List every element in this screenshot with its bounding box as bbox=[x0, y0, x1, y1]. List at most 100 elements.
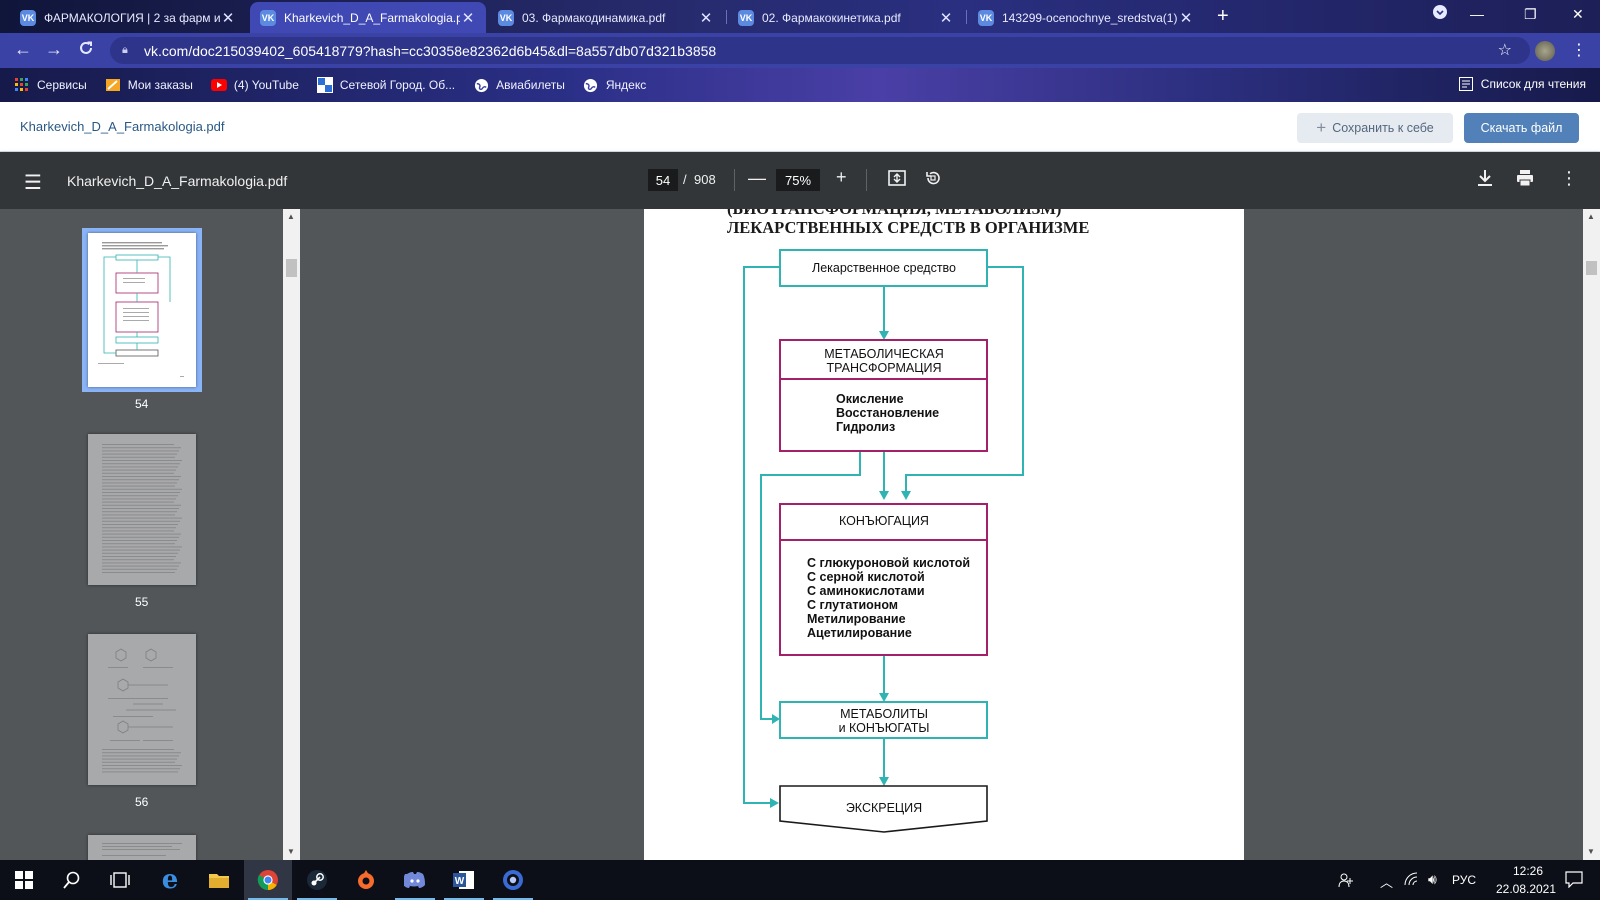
thumbnail-diagram-graphic bbox=[98, 242, 184, 377]
toolbar-divider bbox=[734, 169, 735, 191]
edge-icon[interactable]: e bbox=[161, 865, 179, 895]
thumbnail-label-54: 54 bbox=[135, 397, 149, 411]
zoom-in-button[interactable]: + bbox=[836, 167, 847, 187]
clock-time[interactable]: 12:26 bbox=[1512, 864, 1544, 878]
vk-favicon-icon: VK bbox=[738, 9, 754, 26]
bookmark-flights[interactable]: Авиабилеты bbox=[473, 77, 565, 93]
url-text: vk.com/doc215039402_605418779?hash=cc303… bbox=[144, 42, 717, 59]
windows-taskbar: e W ︿ 🔊︎ РУС 12:26 22.08.2021 bbox=[0, 860, 1600, 900]
close-tab-icon[interactable]: ✕ bbox=[1179, 9, 1193, 27]
discord-icon[interactable] bbox=[391, 860, 439, 900]
start-windows-icon[interactable] bbox=[0, 860, 48, 900]
address-bar[interactable]: 🔒︎ vk.com/doc215039402_605418779?hash=cc… bbox=[110, 37, 1530, 64]
scroll-down-arrow-icon[interactable]: ▼ bbox=[1587, 847, 1595, 856]
notifications-icon[interactable] bbox=[1565, 871, 1583, 888]
reload-icon[interactable] bbox=[78, 40, 94, 56]
box-metabolites bbox=[779, 701, 988, 739]
thumbnail-scrollbar[interactable]: ▲ ▼ bbox=[283, 209, 300, 860]
thumbnail-sidebar: 54 55 56 bbox=[0, 209, 283, 860]
task-view-icon[interactable] bbox=[96, 860, 144, 900]
people-icon[interactable] bbox=[1338, 872, 1354, 888]
thumbnail-page-55[interactable] bbox=[88, 434, 196, 585]
download-file-button[interactable]: Скачать файл bbox=[1464, 113, 1579, 143]
thumbnail-page-56[interactable] bbox=[88, 634, 196, 785]
restore-window-icon[interactable]: ❐ bbox=[1524, 6, 1537, 22]
thumbnail-page-57[interactable] bbox=[88, 835, 196, 860]
scroll-up-arrow-icon[interactable]: ▲ bbox=[287, 212, 295, 221]
file-explorer-icon[interactable] bbox=[195, 860, 243, 900]
profile-avatar[interactable] bbox=[1535, 41, 1555, 61]
tab-pharmacokinetics[interactable]: VK 02. Фармакокинетика.pdf ✕ bbox=[738, 9, 953, 27]
browser-menu-icon[interactable]: ⋮ bbox=[1571, 42, 1587, 59]
conjugation-item: С глутатионом bbox=[807, 598, 898, 612]
save-to-my-docs-button[interactable]: + Сохранить к себе bbox=[1297, 113, 1453, 143]
bookmark-yandex[interactable]: Яндекс bbox=[583, 77, 646, 93]
connector-metabolic-to-metabolites bbox=[760, 451, 861, 720]
thumbnail-text-graphic bbox=[102, 843, 182, 856]
bookmark-star-icon[interactable]: ☆ bbox=[1497, 42, 1512, 59]
tab-kharkevich[interactable]: VK Kharkevich_D_A_Farmakologia.p ✕ bbox=[250, 2, 486, 33]
back-arrow-icon[interactable]: ← bbox=[14, 39, 32, 59]
apps-grid-icon bbox=[14, 77, 30, 93]
close-tab-icon[interactable]: ✕ bbox=[699, 9, 713, 27]
clock-date[interactable]: 22.08.2021 bbox=[1495, 882, 1557, 896]
close-tab-icon[interactable]: ✕ bbox=[461, 9, 475, 27]
fit-page-icon[interactable] bbox=[888, 169, 906, 187]
hamburger-menu-icon[interactable]: ☰ bbox=[24, 172, 42, 194]
bookmark-network-city[interactable]: Сетевой Город. Об... bbox=[316, 77, 455, 93]
box-metabolic-transformation bbox=[779, 339, 988, 452]
reading-list-button[interactable]: Список для чтения bbox=[1458, 77, 1586, 91]
pdf-viewport: (БИОТРАНСФОРМАЦИЯ, МЕТАБОЛИЗМ) ЛЕКАРСТВЕ… bbox=[300, 209, 1583, 860]
box-drug bbox=[779, 249, 988, 287]
steam-icon[interactable] bbox=[293, 860, 341, 900]
wifi-icon[interactable] bbox=[1404, 872, 1420, 886]
page-number-input[interactable]: 54 bbox=[648, 169, 678, 191]
minimize-window-icon[interactable]: — bbox=[1470, 6, 1484, 22]
app-circle-icon[interactable] bbox=[489, 860, 537, 900]
more-options-icon[interactable]: ⋮ bbox=[1560, 168, 1578, 188]
box-metabolites-label-1: МЕТАБОЛИТЫ bbox=[840, 707, 928, 721]
zoom-out-button[interactable]: — bbox=[748, 168, 766, 188]
tab-divider bbox=[726, 10, 727, 24]
search-icon[interactable] bbox=[48, 860, 96, 900]
chrome-icon[interactable] bbox=[244, 860, 292, 900]
scroll-up-arrow-icon[interactable]: ▲ bbox=[1587, 212, 1595, 221]
tab-pharmacology[interactable]: VK ФАРМАКОЛОГИЯ | 2 за фарм и ✕ bbox=[20, 9, 235, 27]
connector-drug-to-excretion bbox=[743, 266, 780, 804]
rotate-icon[interactable] bbox=[924, 169, 942, 187]
conjugation-item: С глюкуроновой кислотой bbox=[807, 556, 970, 570]
arrowheads bbox=[770, 331, 911, 808]
bookmark-orders[interactable]: Мои заказы bbox=[105, 77, 193, 93]
lock-icon: 🔒︎ bbox=[122, 44, 128, 56]
print-icon[interactable] bbox=[1516, 169, 1534, 187]
zoom-input[interactable]: 75% bbox=[776, 169, 820, 191]
tab-pharmacodynamics[interactable]: VK 03. Фармакодинамика.pdf ✕ bbox=[498, 9, 713, 27]
tab-assessment[interactable]: VK 143299-ocenochnye_sredstva(1) ✕ bbox=[978, 9, 1193, 27]
download-icon[interactable] bbox=[1477, 169, 1493, 187]
vk-favicon-icon: VK bbox=[260, 9, 276, 26]
word-icon[interactable]: W bbox=[440, 860, 488, 900]
pdf-title: Kharkevich_D_A_Farmakologia.pdf bbox=[67, 173, 288, 189]
origin-icon[interactable] bbox=[342, 860, 390, 900]
vk-file-name[interactable]: Kharkevich_D_A_Farmakologia.pdf bbox=[20, 119, 225, 134]
thumbnail-page-54[interactable] bbox=[88, 233, 196, 387]
scroll-down-arrow-icon[interactable]: ▼ bbox=[287, 847, 295, 856]
input-language[interactable]: РУС bbox=[1452, 873, 1477, 887]
scroll-thumb[interactable] bbox=[1586, 261, 1597, 275]
forward-arrow-icon[interactable]: → bbox=[45, 39, 63, 59]
show-hidden-icons-chevron-icon[interactable]: ︿ bbox=[1380, 875, 1394, 890]
bookmark-youtube[interactable]: (4) YouTube bbox=[210, 77, 299, 93]
close-tab-icon[interactable]: ✕ bbox=[221, 9, 235, 27]
bookmark-services[interactable]: Сервисы bbox=[14, 77, 87, 93]
close-window-icon[interactable]: ✕ bbox=[1572, 6, 1584, 22]
shopping-icon bbox=[105, 77, 121, 93]
tab-search-icon[interactable] bbox=[1432, 4, 1448, 20]
network-city-icon bbox=[316, 77, 333, 93]
pdf-toolbar: ☰ Kharkevich_D_A_Farmakologia.pdf 54 / 9… bbox=[0, 152, 1600, 209]
scroll-thumb[interactable] bbox=[286, 259, 297, 277]
new-tab-button[interactable]: + bbox=[1217, 5, 1229, 27]
volume-icon[interactable]: 🔊︎ bbox=[1428, 871, 1437, 887]
main-scrollbar[interactable]: ▲ ▼ bbox=[1583, 209, 1600, 860]
metabolic-item: Восстановление bbox=[836, 406, 939, 420]
close-tab-icon[interactable]: ✕ bbox=[939, 9, 953, 27]
